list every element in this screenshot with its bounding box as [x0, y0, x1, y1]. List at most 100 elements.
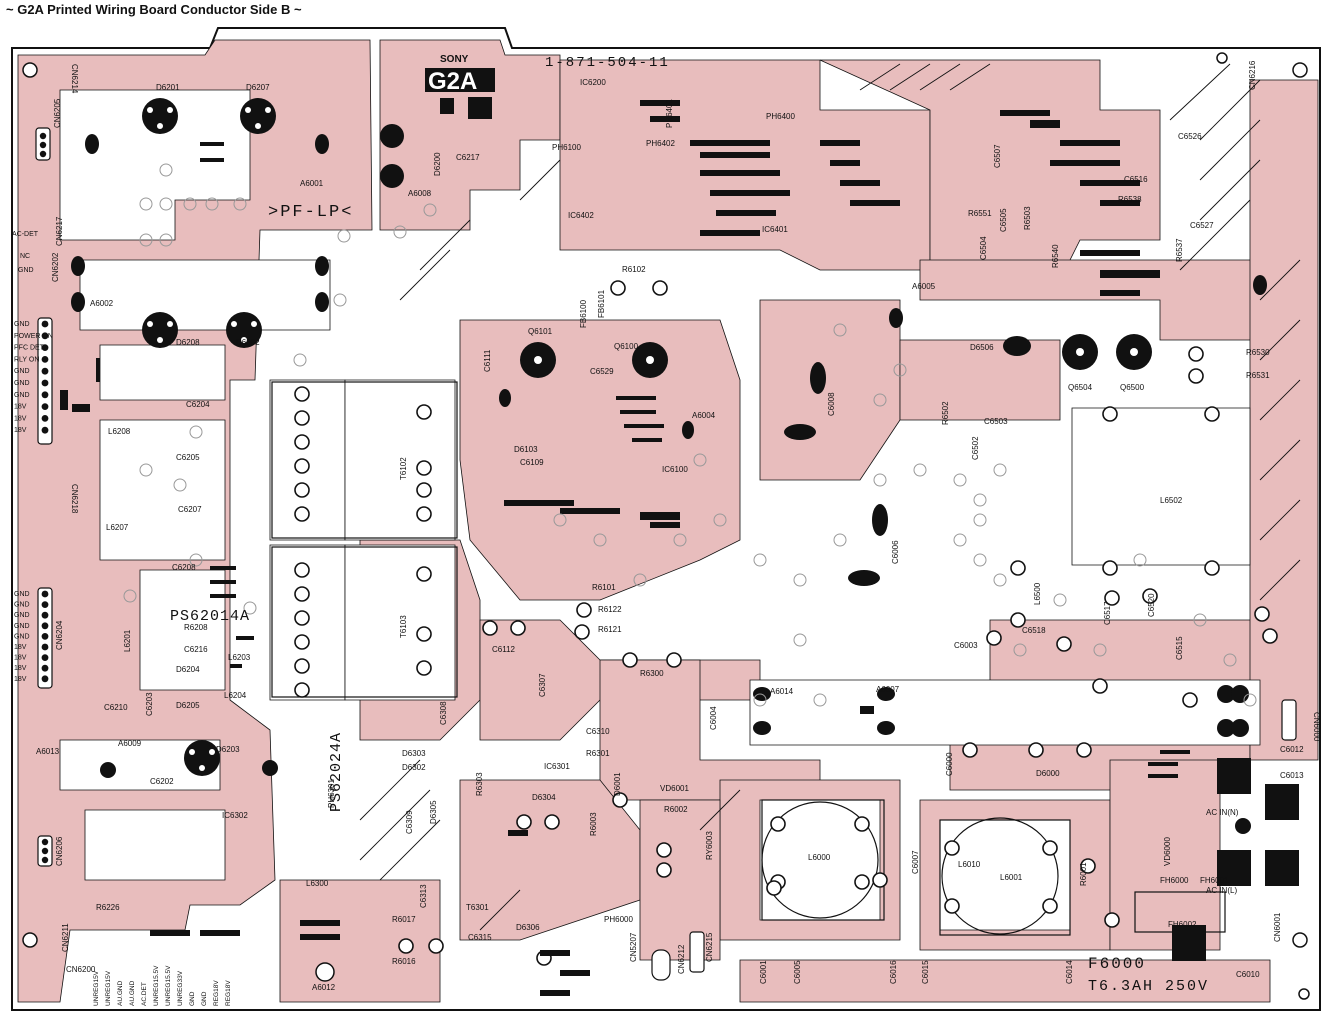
hatch-areas — [359, 63, 1301, 931]
pad — [1188, 346, 1204, 362]
pad — [294, 458, 310, 474]
component-ref-label: C6504 — [979, 236, 988, 260]
pad — [294, 610, 310, 626]
connector-pin — [39, 141, 47, 149]
pin-label: GND — [14, 368, 30, 375]
smd-component — [710, 190, 790, 196]
test-hole — [913, 463, 927, 477]
component-ref-label: AC IN(L) — [1206, 886, 1237, 895]
test-hole — [1223, 653, 1237, 667]
pad — [294, 434, 310, 450]
pad — [1042, 840, 1058, 856]
component-ref-label: C6111 — [483, 349, 492, 372]
test-hole — [159, 163, 173, 177]
test-hole — [973, 493, 987, 507]
component-ref-label: Q6100 — [614, 342, 639, 351]
test-hole — [993, 573, 1007, 587]
pad — [872, 872, 888, 888]
connector-label: CN6205 — [53, 98, 62, 128]
connector-pin — [41, 367, 49, 375]
connector-pin — [41, 675, 49, 683]
pad — [854, 874, 870, 890]
pin-label: GND — [189, 991, 196, 1006]
test-hole — [189, 553, 203, 567]
component-ref-label: C6112 — [492, 645, 516, 654]
connector-pin — [41, 622, 49, 630]
connector-pin — [41, 633, 49, 640]
component-ref-label: C6012 — [1280, 745, 1304, 754]
component-ref-label: L6203 — [228, 653, 251, 662]
component-ref-label: R6301 — [586, 749, 610, 758]
pad — [656, 842, 672, 858]
pad — [294, 482, 310, 498]
pin-label: 18V — [14, 644, 27, 651]
component-ref-label: C6204 — [186, 400, 210, 409]
smd-component — [504, 500, 574, 506]
component-ref-label: C6007 — [911, 850, 920, 874]
connector-label: CN6216 — [1248, 60, 1257, 90]
component-ref-label: C6014 — [1065, 960, 1074, 984]
test-hole — [1193, 613, 1207, 627]
component-ref-label: T6301 — [466, 903, 489, 912]
component-ref-label: C6517 — [1103, 601, 1112, 625]
component-ref-label: D6304 — [532, 793, 556, 802]
pin-label: GND — [14, 392, 30, 399]
pin-label: RLY ON — [14, 356, 39, 363]
test-hole — [593, 533, 607, 547]
component-ref-label: C6003 — [954, 641, 978, 650]
component-ref-label: T6103 — [399, 615, 408, 638]
pad — [1028, 742, 1044, 758]
component-ref-label: D6305 — [429, 800, 438, 824]
component-ref-label: C6518 — [1022, 626, 1046, 635]
pad-holes — [294, 280, 1278, 966]
test-hole — [159, 233, 173, 247]
pad — [294, 682, 310, 698]
component-ref-label: R6540 — [1051, 244, 1060, 268]
component-ref-label: R6002 — [664, 805, 688, 814]
component-ref-label: A6002 — [90, 299, 114, 308]
connector-label: CN6001 — [1273, 912, 1282, 942]
test-hole — [833, 533, 847, 547]
gnd-label: GND — [18, 267, 34, 274]
pad — [1142, 588, 1158, 604]
component-ref-label: PH6301 — [327, 779, 336, 808]
test-hole — [159, 197, 173, 211]
component-ref-label: R6017 — [392, 915, 416, 924]
connector-pin — [41, 403, 49, 410]
component-ref-label: R6530 — [1246, 348, 1270, 357]
connector-pin — [41, 426, 49, 434]
smd-component — [200, 930, 240, 936]
test-hole — [1053, 593, 1067, 607]
pin-label: GND — [14, 623, 30, 630]
test-hole — [553, 513, 567, 527]
component-ref-label: R6531 — [1246, 371, 1270, 380]
component-ref-label: AC IN(N) — [1206, 808, 1239, 817]
test-hole — [673, 533, 687, 547]
test-hole — [813, 693, 827, 707]
component-ref-label: RY6003 — [705, 831, 714, 860]
smd-component — [1030, 120, 1060, 128]
component-ref-label: A6009 — [118, 739, 142, 748]
part-number: 1-871-504-11 — [545, 55, 670, 71]
pin-label: PFC DET — [14, 345, 45, 352]
component-ref-label: IC6100 — [662, 465, 688, 474]
pin-label: AU.GND — [129, 980, 136, 1006]
component-ref-label: R6537 — [1175, 238, 1184, 262]
connector-label: CN6000 — [1312, 712, 1321, 742]
pin-label: 18V — [14, 676, 27, 683]
smd-component — [850, 200, 900, 206]
component-ref-label: C6210 — [104, 703, 128, 712]
smd-component — [650, 116, 680, 122]
pin-label: UNREG15V — [93, 970, 100, 1006]
component-ref-label: D6203 — [216, 745, 240, 754]
smd-component — [716, 210, 776, 216]
component-ref-label: Q6101 — [528, 327, 553, 336]
pad — [1056, 636, 1072, 652]
test-hole — [953, 533, 967, 547]
pin-label: AU.GND — [117, 980, 124, 1006]
smd-component — [830, 160, 860, 166]
component-ref-label: VD6000 — [1163, 837, 1172, 866]
test-hole — [693, 453, 707, 467]
